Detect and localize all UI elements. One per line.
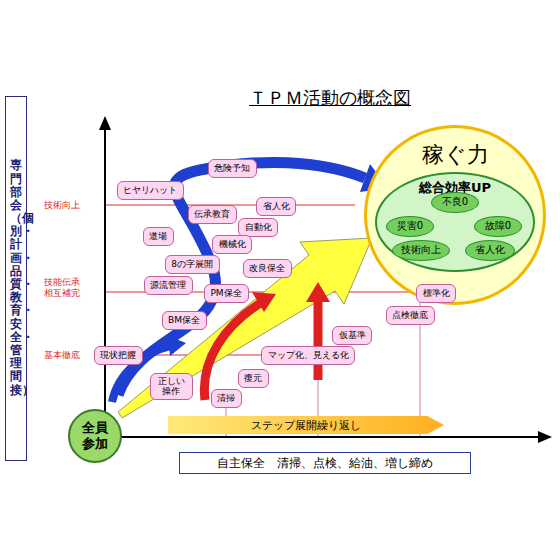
pink-node: 正しい 操作	[150, 373, 193, 400]
node-text: BM保全	[168, 314, 200, 327]
node-text: 標準化	[423, 287, 450, 300]
node-text: 機械化	[219, 238, 246, 251]
all-node: 全員 参加	[68, 409, 122, 463]
sub-node: 災害0	[386, 216, 434, 237]
pink-node: 危険予知	[208, 159, 257, 178]
pink-node: 自動化	[238, 218, 278, 237]
pink-node: 機械化	[212, 235, 252, 254]
band-node: ステップ展開繰り返し	[168, 416, 444, 434]
pink-node: 点検徹底	[386, 306, 435, 325]
pink-node: 現状把握	[94, 346, 143, 365]
pink-node: 清掃	[211, 389, 242, 408]
node-text: 復元	[244, 372, 262, 385]
node-text: マップ化、見える化	[268, 349, 349, 362]
node-text: 自動化	[245, 221, 272, 234]
base-node: 自主保全 清掃、点検、給油、増し締め	[179, 452, 471, 474]
pink-node: 標準化	[416, 284, 456, 303]
node-text: 正しい 操作	[156, 376, 186, 397]
growth-arrow	[118, 238, 372, 418]
blue-arrows	[112, 162, 388, 402]
node-text: 故障0	[485, 219, 511, 233]
axis-label: 基本徹底	[44, 350, 80, 361]
pink-node: 省人化	[256, 197, 296, 216]
axis-label: 技術向上	[44, 200, 80, 211]
pink-node: PM保全	[204, 284, 249, 303]
pink-node: 改良保全	[243, 259, 292, 278]
pink-node: BM保全	[162, 311, 207, 330]
node-text: 不良0	[442, 195, 468, 209]
guide-lines	[105, 205, 440, 355]
node-text: 清掃	[217, 392, 235, 405]
node-text: ステップ展開繰り返し	[251, 418, 361, 433]
node-text: 8の字展開	[171, 258, 213, 271]
pink-node: 道場	[143, 227, 174, 246]
node-text: 伝承教育	[194, 208, 230, 221]
pink-node: 源流管理	[144, 276, 193, 295]
node-text: 災害0	[397, 219, 423, 233]
node-text: 点検徹底	[392, 309, 428, 322]
sub-node: 省人化	[465, 240, 515, 261]
node-text: 技術向上	[401, 243, 441, 257]
eff-node: 総合効率UP不良0災害0故障0技術向上省人化	[375, 172, 535, 272]
node-text: 専門部会（個別・計画・品質・教育・安全・管理間接）	[10, 159, 22, 396]
pink-node: 伝承教育	[188, 205, 237, 224]
title: ＴＰＭ活動の概念図	[249, 86, 411, 110]
pink-node: 8の字展開	[165, 255, 220, 274]
red-arrows	[204, 282, 330, 400]
big-node: 稼ぐ力総合効率UP不良0災害0故障0技術向上省人化	[364, 125, 546, 305]
node-text: 源流管理	[150, 279, 186, 292]
node-text: 仮基準	[339, 329, 366, 342]
node-text: ヒヤリハット	[123, 184, 177, 197]
sub-node: 故障0	[474, 216, 522, 237]
sub-node: 技術向上	[392, 240, 450, 261]
axes	[99, 116, 552, 443]
node-text: 省人化	[263, 200, 290, 213]
node-text: 全員 参加	[80, 420, 110, 451]
node-text: 自主保全 清掃、点検、給油、増し締め	[217, 455, 433, 472]
pink-node: マップ化、見える化	[261, 346, 355, 365]
vbox-node: 専門部会（個別・計画・品質・教育・安全・管理間接）	[5, 96, 27, 461]
node-text: PM保全	[210, 287, 241, 300]
axis-label: 技能伝承 相互補完	[44, 277, 84, 299]
pink-node: 仮基準	[332, 326, 372, 345]
node-text: 道場	[149, 230, 167, 243]
node-text: 現状把握	[100, 349, 136, 362]
pink-node: ヒヤリハット	[117, 181, 184, 200]
node-text: 危険予知	[214, 162, 250, 175]
node-text: 稼ぐ力	[422, 140, 489, 170]
sub-node: 不良0	[431, 192, 479, 213]
node-text: 改良保全	[249, 262, 285, 275]
node-text: 省人化	[475, 243, 505, 257]
pink-node: 復元	[238, 369, 269, 388]
